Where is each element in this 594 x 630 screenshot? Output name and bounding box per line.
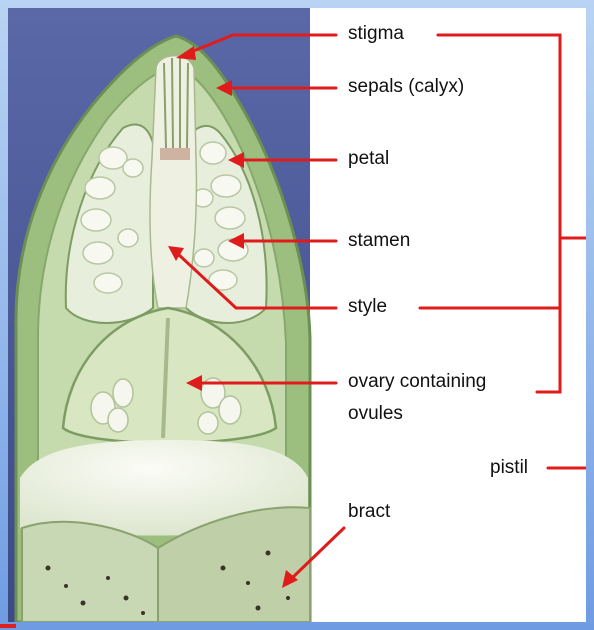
label-style: style: [348, 296, 387, 318]
diagram-canvas: stigma sepals (calyx) petal stamen style…: [8, 8, 586, 622]
bract-tissue: [22, 522, 158, 622]
label-sepals: sepals (calyx): [348, 76, 464, 98]
label-stamen: stamen: [348, 230, 410, 252]
label-petal: petal: [348, 148, 389, 170]
label-stigma: stigma: [348, 23, 404, 45]
corner-accent: [0, 624, 16, 628]
label-ovary-line1: ovary containing: [348, 371, 486, 393]
stigma-base: [160, 148, 190, 160]
label-pistil: pistil: [490, 457, 528, 479]
label-bract: bract: [348, 501, 390, 523]
pistil-bracket-out: [548, 238, 586, 468]
label-ovary-line2: ovules: [348, 403, 403, 425]
flower-cross-section-photo: [8, 8, 586, 622]
